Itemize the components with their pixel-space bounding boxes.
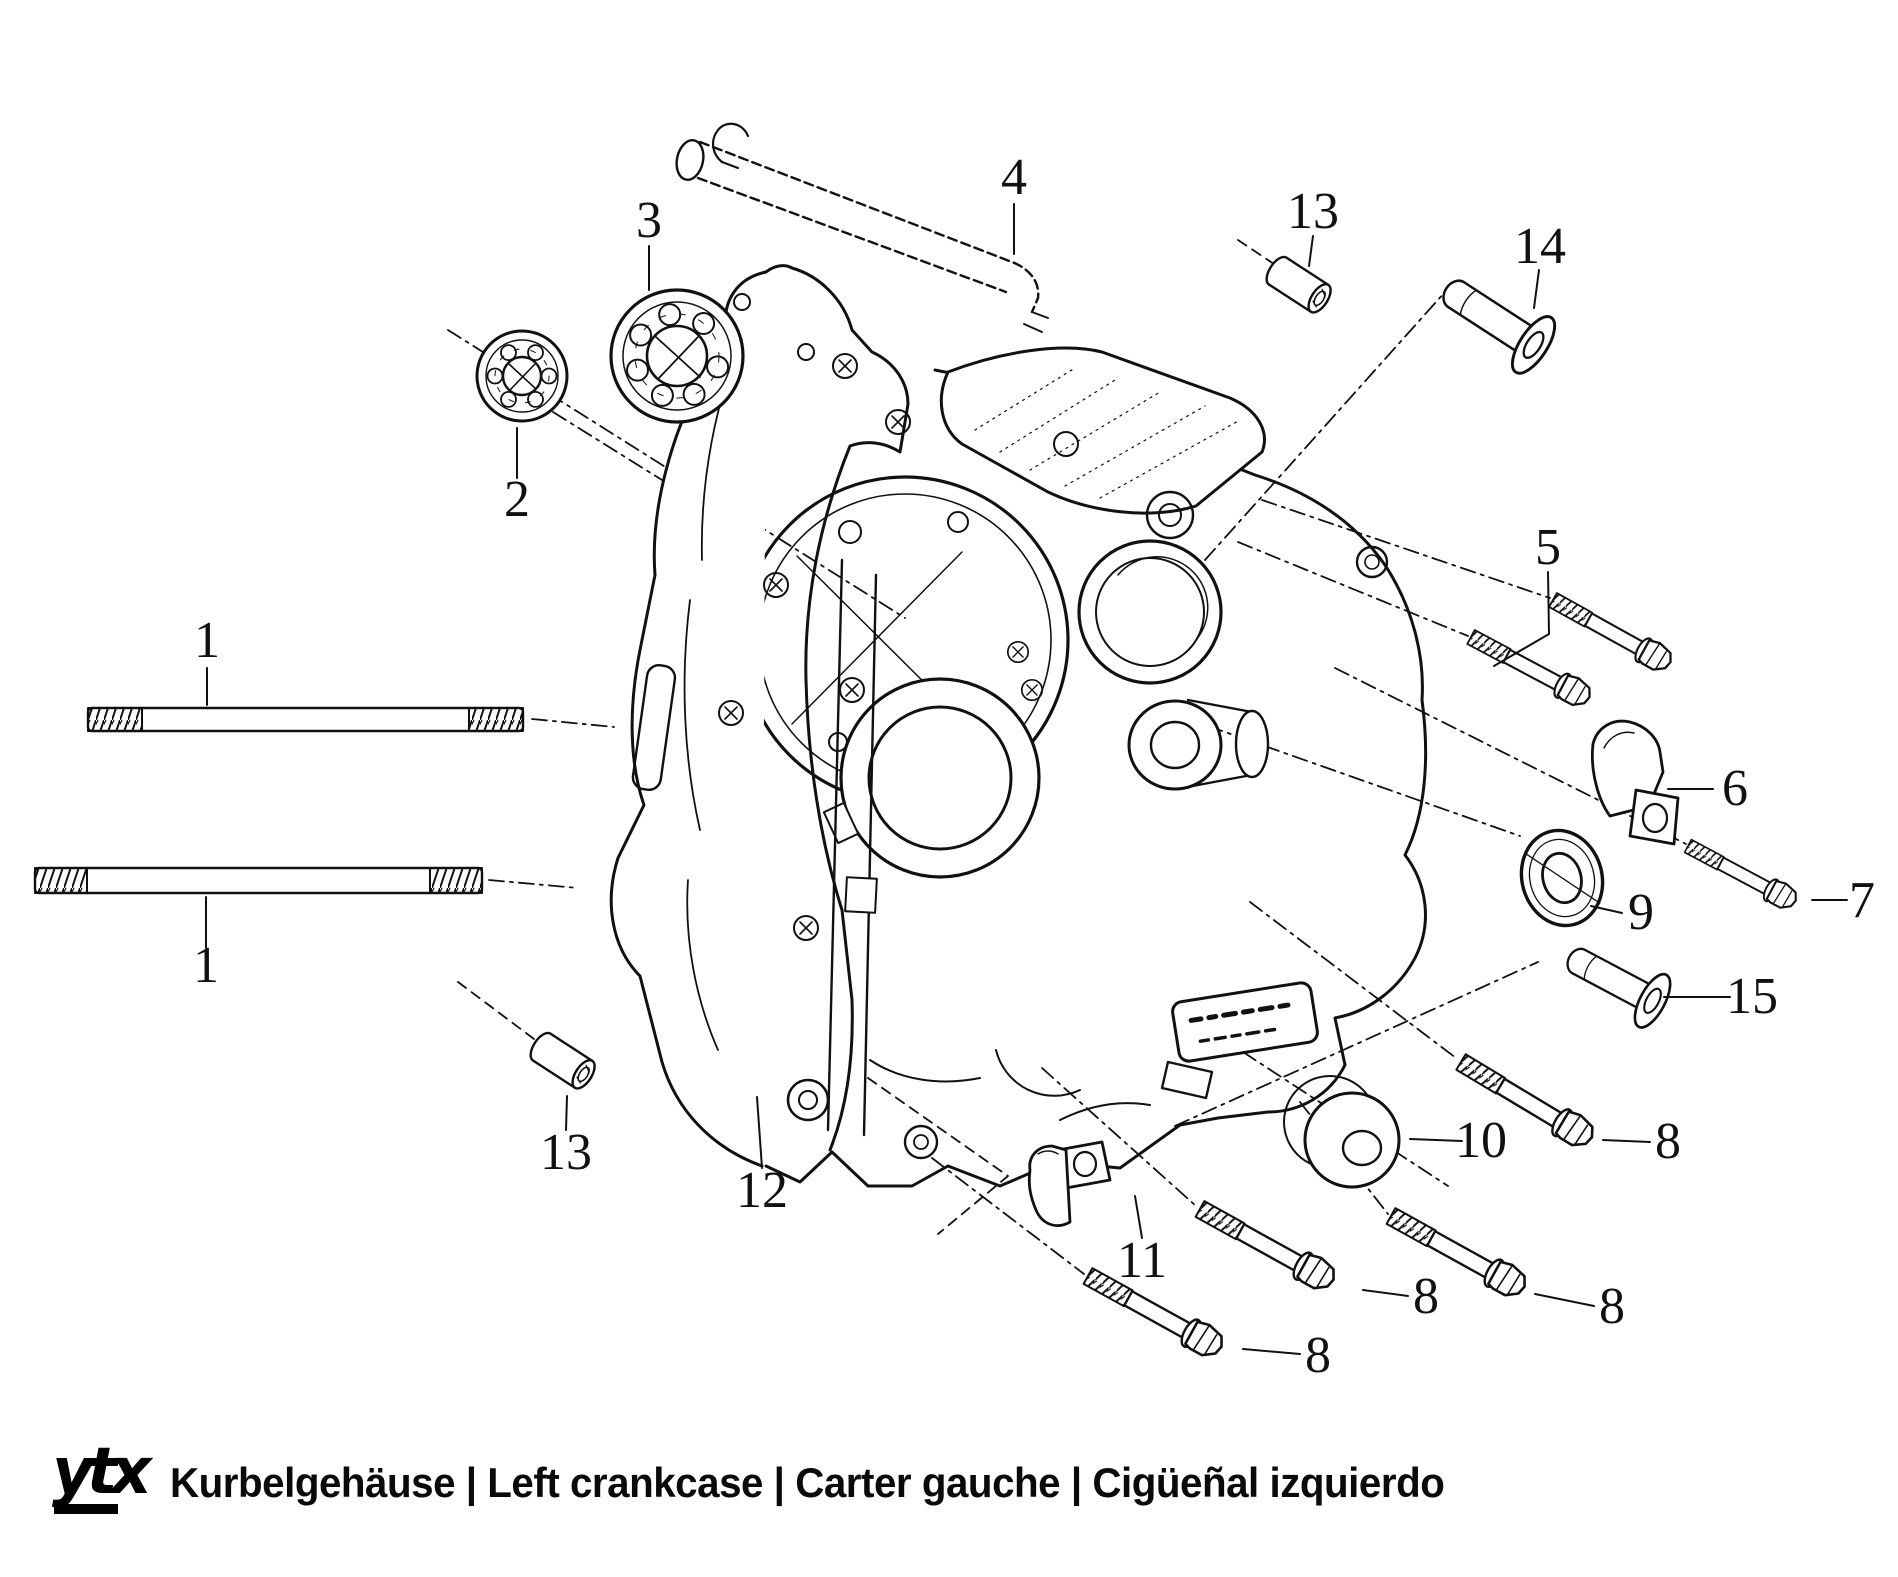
- part-10-roller: [1283, 1075, 1401, 1189]
- casting-label-plate: [1171, 981, 1319, 1063]
- part-7-bolt: [1681, 833, 1802, 915]
- part-5-bolt-b: [1463, 623, 1597, 713]
- part-8-bolt-a: [1451, 1046, 1600, 1154]
- part-8-bolt-b: [1191, 1193, 1342, 1297]
- diagram-caption: Kurbelgehäuse | Left crankcase | Carter …: [170, 1459, 1445, 1506]
- part-8-bolt-c: [1079, 1260, 1230, 1364]
- part-12-left-crankcase: [609, 264, 1428, 1188]
- part-8-bolt-d: [1382, 1200, 1533, 1304]
- brand-logo: ytx: [52, 1435, 152, 1522]
- part-2-bearing: [475, 329, 569, 423]
- part-13-bushing-lower: [525, 1028, 601, 1094]
- dashed-lines: [457, 239, 1275, 1235]
- part-3-bearing: [609, 288, 745, 424]
- footer: ytx Kurbelgehäuse | Left crankcase | Car…: [52, 1435, 1497, 1522]
- part-9-seal: [1519, 828, 1605, 928]
- part-1-stud-lower: [33, 866, 484, 895]
- part-13-bushing-upper: [1261, 252, 1337, 318]
- part-11-clamp: [1027, 1140, 1112, 1227]
- part-6-clamp: [1590, 719, 1680, 846]
- brand-logo-text: ytx: [52, 1435, 152, 1509]
- part-1-stud-upper: [86, 706, 525, 733]
- part-5-bolt-a: [1545, 586, 1678, 678]
- part-4-oil-pipe: [675, 122, 1049, 333]
- brand-logo-underline: [54, 1504, 118, 1514]
- part-14-dowel-pin: [1427, 259, 1565, 382]
- part-15-dowel-pin: [1554, 929, 1679, 1034]
- leader-lines: [205, 203, 1848, 1355]
